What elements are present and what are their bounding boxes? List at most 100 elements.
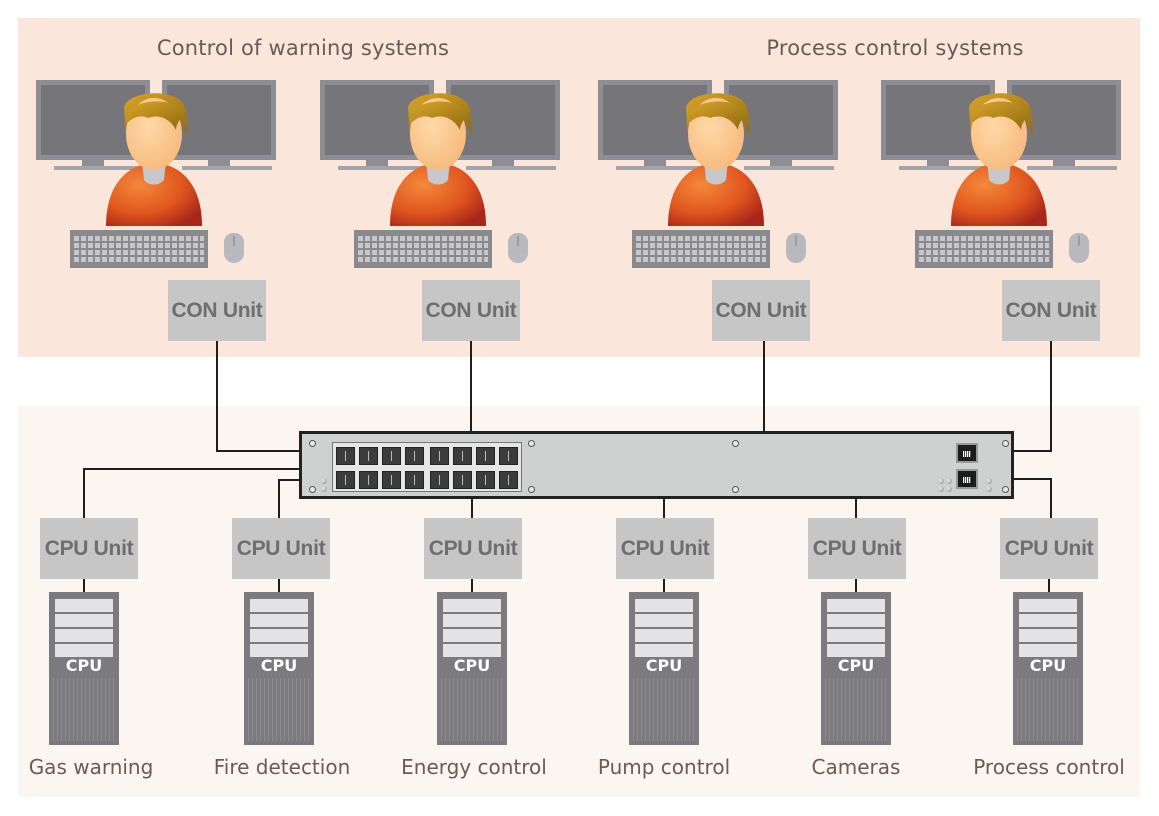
tower-label: CPU bbox=[260, 656, 298, 675]
operator-workstation bbox=[598, 80, 838, 280]
section-title-process-control: Process control systems bbox=[766, 36, 1024, 60]
screw-icon bbox=[1002, 486, 1009, 493]
network-switch[interactable] bbox=[299, 431, 1014, 499]
wire bbox=[763, 341, 765, 433]
wire bbox=[1050, 478, 1052, 518]
monitor-stand bbox=[492, 160, 514, 166]
operator-icon bbox=[949, 88, 1049, 228]
status-led-icon bbox=[986, 486, 992, 492]
sfp-port-icon bbox=[405, 447, 424, 465]
sfp-port-icon bbox=[430, 447, 449, 465]
cpu-tower-icon: CPU bbox=[437, 592, 507, 745]
operator-workstation bbox=[881, 80, 1121, 280]
keyboard-icon bbox=[70, 230, 208, 268]
rj45-port-icon bbox=[956, 469, 978, 489]
cpu-unit[interactable]: CPU Unit bbox=[40, 518, 138, 579]
system-label-process-control: Process control bbox=[973, 755, 1125, 779]
sfp-port-icon bbox=[476, 471, 495, 489]
cpu-tower-icon: CPU bbox=[629, 592, 699, 745]
system-label-energy-control: Energy control bbox=[401, 755, 547, 779]
cpu-unit[interactable]: CPU Unit bbox=[424, 518, 522, 579]
mouse-icon bbox=[224, 233, 244, 263]
wire bbox=[1048, 579, 1050, 592]
operator-icon bbox=[666, 88, 766, 228]
screw-icon bbox=[732, 440, 739, 447]
tower-label: CPU bbox=[837, 656, 875, 675]
screw-icon bbox=[1002, 440, 1009, 447]
sfp-port-icon bbox=[499, 447, 518, 465]
monitor-stand bbox=[366, 160, 388, 166]
monitor-base bbox=[182, 166, 272, 170]
mouse-icon bbox=[508, 233, 528, 263]
monitor-stand bbox=[82, 160, 104, 166]
status-led-icon bbox=[946, 486, 952, 492]
status-led-icon bbox=[938, 486, 944, 492]
wire bbox=[855, 499, 857, 518]
con-unit[interactable]: CON Unit bbox=[168, 280, 266, 341]
sfp-port-icon bbox=[382, 471, 401, 489]
keyboard-icon bbox=[632, 230, 770, 268]
tower-label: CPU bbox=[65, 656, 103, 675]
operator-workstation bbox=[320, 80, 560, 280]
mouse-icon bbox=[786, 233, 806, 263]
wire bbox=[663, 499, 665, 518]
system-label-gas-warning: Gas warning bbox=[28, 755, 154, 779]
wire bbox=[1012, 450, 1052, 452]
wire bbox=[278, 479, 301, 481]
wire bbox=[83, 579, 85, 592]
monitor-stand bbox=[770, 160, 792, 166]
sfp-port-icon bbox=[430, 471, 449, 489]
monitor-base bbox=[899, 166, 989, 170]
screw-icon bbox=[528, 486, 535, 493]
screw-icon bbox=[309, 440, 316, 447]
monitor-stand bbox=[644, 160, 666, 166]
status-led-icon bbox=[321, 486, 327, 492]
sfp-port-bank bbox=[332, 442, 522, 492]
wire bbox=[278, 479, 280, 518]
wire bbox=[216, 450, 301, 452]
status-led-icon bbox=[946, 478, 952, 484]
keyboard-icon bbox=[354, 230, 492, 268]
screw-icon bbox=[309, 486, 316, 493]
status-led-icon bbox=[321, 478, 327, 484]
cpu-tower-icon: CPU bbox=[821, 592, 891, 745]
cpu-unit[interactable]: CPU Unit bbox=[808, 518, 906, 579]
wire bbox=[855, 579, 857, 592]
sfp-port-icon bbox=[382, 447, 401, 465]
con-unit[interactable]: CON Unit bbox=[422, 280, 520, 341]
tower-label: CPU bbox=[453, 656, 491, 675]
screw-icon bbox=[732, 486, 739, 493]
cpu-unit[interactable]: CPU Unit bbox=[232, 518, 330, 579]
cpu-tower-icon: CPU bbox=[49, 592, 119, 745]
operator-workstation bbox=[36, 80, 276, 280]
monitor-base bbox=[54, 166, 144, 170]
wire bbox=[470, 341, 472, 433]
cpu-unit[interactable]: CPU Unit bbox=[616, 518, 714, 579]
wire bbox=[663, 579, 665, 592]
sfp-port-icon bbox=[336, 447, 355, 465]
con-unit[interactable]: CON Unit bbox=[712, 280, 810, 341]
status-led-icon bbox=[938, 478, 944, 484]
section-title-warning-systems: Control of warning systems bbox=[156, 36, 450, 60]
sfp-port-icon bbox=[405, 471, 424, 489]
system-label-pump-control: Pump control bbox=[597, 755, 731, 779]
wire bbox=[1050, 341, 1052, 451]
sfp-port-icon bbox=[476, 447, 495, 465]
cpu-tower-icon: CPU bbox=[244, 592, 314, 745]
monitor-stand bbox=[1053, 160, 1075, 166]
con-unit[interactable]: CON Unit bbox=[1002, 280, 1100, 341]
system-label-cameras: Cameras bbox=[811, 755, 901, 779]
operator-icon bbox=[104, 88, 204, 228]
cpu-tower-icon: CPU bbox=[1013, 592, 1083, 745]
monitor-stand bbox=[927, 160, 949, 166]
wire bbox=[1012, 478, 1052, 480]
rj45-port-icon bbox=[956, 443, 978, 463]
cpu-unit[interactable]: CPU Unit bbox=[1000, 518, 1098, 579]
wire bbox=[278, 579, 280, 592]
wire bbox=[216, 341, 218, 451]
status-led-icon bbox=[986, 478, 992, 484]
monitor-base bbox=[338, 166, 428, 170]
wire bbox=[83, 468, 85, 518]
sfp-port-icon bbox=[359, 471, 378, 489]
screw-icon bbox=[528, 440, 535, 447]
